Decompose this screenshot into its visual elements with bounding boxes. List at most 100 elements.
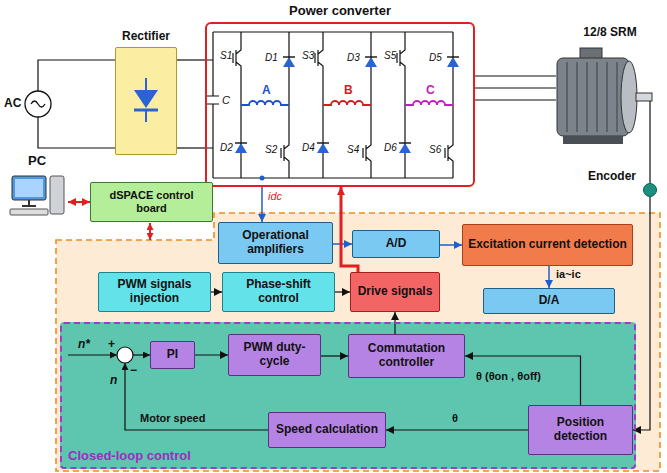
connector xyxy=(475,99,556,100)
node-text: Commutation controller xyxy=(353,342,460,370)
commutation-box: Commutation controller xyxy=(348,334,465,378)
phase-coil xyxy=(405,101,453,105)
signal-label: S3 xyxy=(302,50,314,62)
phase-coil xyxy=(323,101,371,105)
signal-label: S4 xyxy=(347,144,359,156)
signal-label: D5 xyxy=(429,52,442,64)
board-link xyxy=(149,223,151,240)
switch-symbol xyxy=(281,135,289,171)
switch-symbol xyxy=(233,40,241,76)
controller-board: dSPACE control board xyxy=(90,182,213,222)
connector xyxy=(68,201,90,203)
node-text: A/D xyxy=(386,237,407,251)
node-text: Power converter xyxy=(187,4,493,19)
pc-block: PC xyxy=(6,154,68,238)
interface-region xyxy=(56,213,660,471)
connector xyxy=(548,266,550,288)
connector xyxy=(475,75,556,76)
rectifier-box: Rectifier xyxy=(115,47,177,155)
diode-symbol xyxy=(235,143,247,153)
connector xyxy=(195,354,228,355)
edge-label: θ xyxy=(452,412,458,425)
diode-symbol xyxy=(447,57,459,67)
signal-label: B xyxy=(344,84,353,98)
computer-icon xyxy=(10,176,64,215)
motor-block: 12/8 SRM xyxy=(556,26,664,153)
edge-label: θ (θon , θoff) xyxy=(476,370,541,383)
phase-shift-box: Phase-shift control xyxy=(222,272,335,312)
diode-symbol xyxy=(317,143,329,153)
node-text: PI xyxy=(167,348,178,362)
connector xyxy=(177,59,205,60)
connector xyxy=(649,153,650,183)
converter-box: Power converter xyxy=(205,22,475,187)
connector xyxy=(321,355,348,356)
dac-box: D/A xyxy=(483,288,615,314)
signal-label: n xyxy=(110,374,117,388)
node-text: PWM signals injection xyxy=(103,278,206,306)
signal-label: D4 xyxy=(302,142,315,154)
adc-box: A/D xyxy=(352,230,440,258)
signal-label: Motor speed xyxy=(140,412,205,425)
pi-box: PI xyxy=(150,341,195,369)
connector xyxy=(177,147,205,148)
ac-source xyxy=(25,60,115,148)
node-text: Closed-loop control xyxy=(68,449,191,464)
rectifier-symbol xyxy=(134,78,158,122)
connector xyxy=(475,87,556,88)
signal-label: D3 xyxy=(347,52,360,64)
node-text: Position detection xyxy=(533,416,628,444)
control-region-fill xyxy=(60,322,636,469)
signal-label: C xyxy=(426,84,435,98)
speed-box: Speed calculation xyxy=(268,412,386,448)
edge-label: ia~ic xyxy=(556,268,581,281)
node-text: PC xyxy=(6,154,68,169)
signal-label: S5 xyxy=(384,50,396,62)
diode-symbol xyxy=(365,57,377,67)
signal-label: S6 xyxy=(429,144,441,156)
pwm-box: PWM signals injection xyxy=(98,272,211,312)
converter-box-fill xyxy=(205,22,475,187)
switch-symbol xyxy=(363,135,371,171)
motor-illustration xyxy=(557,48,652,153)
connector xyxy=(386,429,528,430)
signal-label: − xyxy=(130,364,137,378)
signal-label: n* xyxy=(78,338,90,352)
box-fills xyxy=(60,22,636,469)
node-text: 12/8 SRM xyxy=(556,26,664,40)
diode-symbol xyxy=(399,143,411,153)
duty-box: PWM duty-cycle xyxy=(228,334,321,376)
node-text: Encoder xyxy=(588,170,636,184)
connector xyxy=(335,291,350,292)
signal-label: S1 xyxy=(220,50,232,62)
encoder-circle: Encoder xyxy=(643,183,657,197)
switch-symbol xyxy=(445,135,453,171)
drive-box: Drive signals xyxy=(350,272,440,312)
position-box: Position detection xyxy=(528,405,633,455)
signal-label: D2 xyxy=(220,142,233,154)
diode-symbol xyxy=(283,57,295,67)
node-text: Operational amplifiers xyxy=(223,229,328,257)
node-text: PWM duty-cycle xyxy=(233,341,316,369)
connector xyxy=(261,187,263,222)
signal-label: D1 xyxy=(265,52,278,64)
signal-label: AC xyxy=(4,97,21,111)
node-text: Drive signals xyxy=(358,285,433,299)
signal-label: D6 xyxy=(384,142,397,154)
amplifier-box: Operational amplifiers xyxy=(218,222,333,264)
detection-box: Excitation current detection xyxy=(462,224,633,266)
node-text: Phase-shift control xyxy=(227,278,330,306)
connector xyxy=(465,356,581,405)
node-text: Rectifier xyxy=(96,30,196,44)
node-text: D/A xyxy=(539,294,560,308)
control-region: Closed-loop control PI PWM duty-cycle Commu… xyxy=(60,322,636,469)
converter-schematic xyxy=(205,32,459,181)
node-text: Speed calculation xyxy=(276,423,378,437)
connector xyxy=(440,244,462,246)
switch-symbol xyxy=(315,40,323,76)
node-text: Excitation current detection xyxy=(468,238,627,252)
signal-label: + xyxy=(108,338,115,352)
signal-label: A xyxy=(262,84,271,98)
signal-label: S2 xyxy=(265,144,277,156)
phase-coil xyxy=(241,101,289,105)
